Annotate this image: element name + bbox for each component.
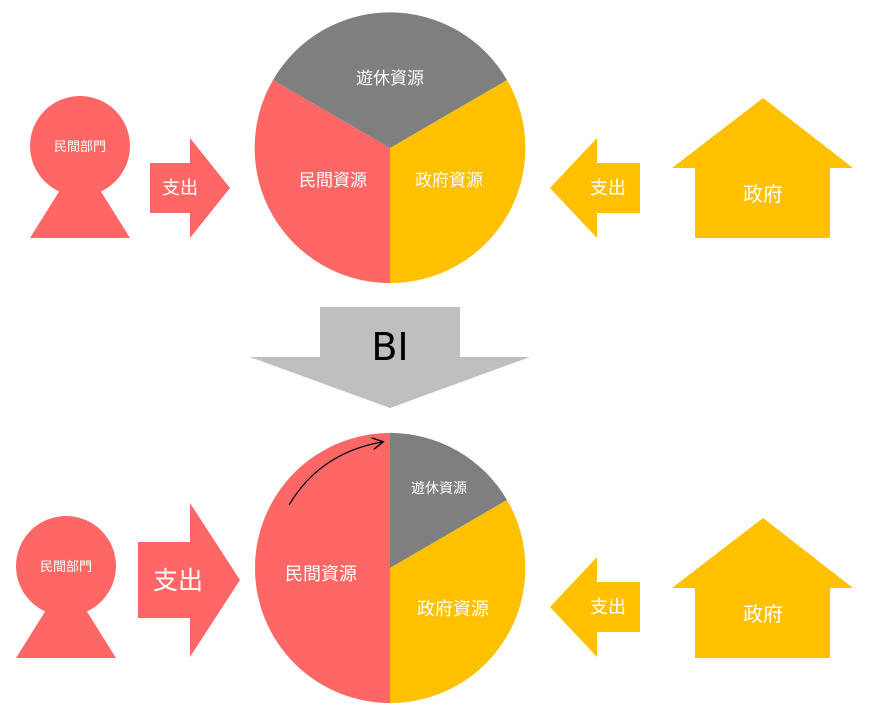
bottom-left-arrow bbox=[138, 503, 240, 657]
top-pie-idle-label: 遊休資源 bbox=[356, 69, 424, 89]
bi-transition-arrow bbox=[250, 307, 530, 408]
bottom-pie-shift-arrow bbox=[288, 442, 382, 506]
top-house-icon bbox=[672, 98, 853, 238]
bottom-right-arrow bbox=[550, 557, 640, 657]
bottom-house-label: 政府 bbox=[743, 602, 783, 626]
bottom-person-label: 民間部門 bbox=[40, 560, 92, 575]
bottom-pie-government-slice bbox=[390, 500, 526, 704]
top-person-label: 民間部門 bbox=[54, 140, 106, 155]
bi-arrow-label: BI bbox=[371, 325, 408, 369]
bottom-house-icon bbox=[672, 518, 853, 658]
top-pie-government-slice bbox=[390, 80, 526, 284]
top-section: 民間部門 支出 遊休資源 民間資源 政府資源 支出 政府 bbox=[30, 12, 853, 284]
top-left-arrow-label: 支出 bbox=[162, 178, 198, 199]
top-right-arrow-label: 支出 bbox=[590, 178, 626, 199]
bottom-right-arrow-label: 支出 bbox=[590, 597, 626, 618]
bottom-pie-idle-label: 遊休資源 bbox=[411, 481, 467, 497]
bottom-left-arrow-label: 支出 bbox=[153, 566, 203, 595]
bottom-pie-government-label: 政府資源 bbox=[417, 599, 489, 620]
bottom-section: 民間部門 支出 遊休資源 民間資源 政府資源 支出 政府 bbox=[16, 432, 853, 704]
bottom-pie-private-label: 民間資源 bbox=[285, 564, 357, 585]
top-house-label: 政府 bbox=[743, 182, 783, 206]
top-pie-private-label: 民間資源 bbox=[299, 171, 367, 191]
bottom-pie-idle-slice bbox=[390, 432, 507, 568]
top-person-icon bbox=[30, 96, 130, 238]
top-pie-private-slice bbox=[254, 80, 390, 284]
top-pie bbox=[254, 12, 526, 284]
top-pie-government-label: 政府資源 bbox=[415, 171, 483, 191]
top-right-arrow bbox=[550, 138, 640, 238]
bottom-person-icon bbox=[16, 516, 116, 658]
bottom-pie bbox=[255, 432, 526, 704]
top-left-arrow bbox=[150, 138, 230, 238]
top-pie-idle-slice bbox=[273, 12, 507, 148]
bottom-pie-private-slice bbox=[255, 433, 390, 703]
